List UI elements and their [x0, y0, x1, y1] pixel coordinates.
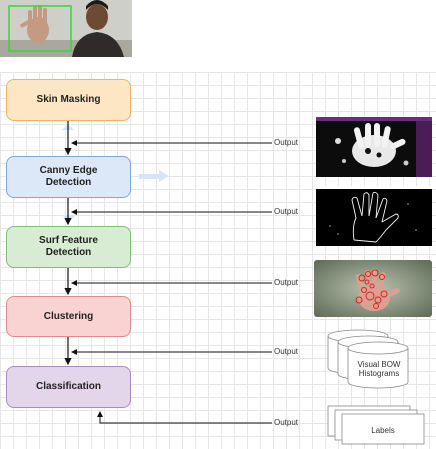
step-classification-label: Classification — [35, 381, 102, 392]
step-clustering: Clustering — [6, 296, 131, 337]
input-webcam-photo — [0, 0, 132, 57]
visual-bow-histograms-label: Visual BOW Histograms — [357, 360, 401, 378]
step-skin-masking: Skin Masking — [6, 79, 131, 121]
output-label-skin-mask: Output — [274, 138, 299, 147]
step-canny-edge-detection-label: Canny Edge Detection — [39, 165, 98, 188]
visual-bow-histograms-stack — [327, 329, 409, 389]
step-clustering-label: Clustering — [43, 310, 94, 322]
labels-label: Labels — [371, 426, 395, 435]
step-classification: Classification — [6, 366, 131, 408]
step-canny-edge-detection: Canny Edge Detection — [6, 156, 131, 198]
step-surf-feature-detection-label: Surf Feature Detection — [39, 235, 98, 258]
canny-edges-output-image — [316, 186, 432, 246]
step-surf-feature-detection: Surf Feature Detection — [6, 226, 131, 268]
output-label-surf: Output — [274, 278, 299, 287]
output-label-clustering: Output — [274, 347, 299, 356]
surf-features-output-image — [314, 260, 432, 317]
labels-stack — [327, 405, 425, 445]
step-skin-masking-label: Skin Masking — [36, 94, 101, 105]
skin-mask-output-image — [316, 117, 432, 177]
output-label-classification: Output — [274, 418, 299, 427]
output-label-canny: Output — [274, 207, 299, 216]
